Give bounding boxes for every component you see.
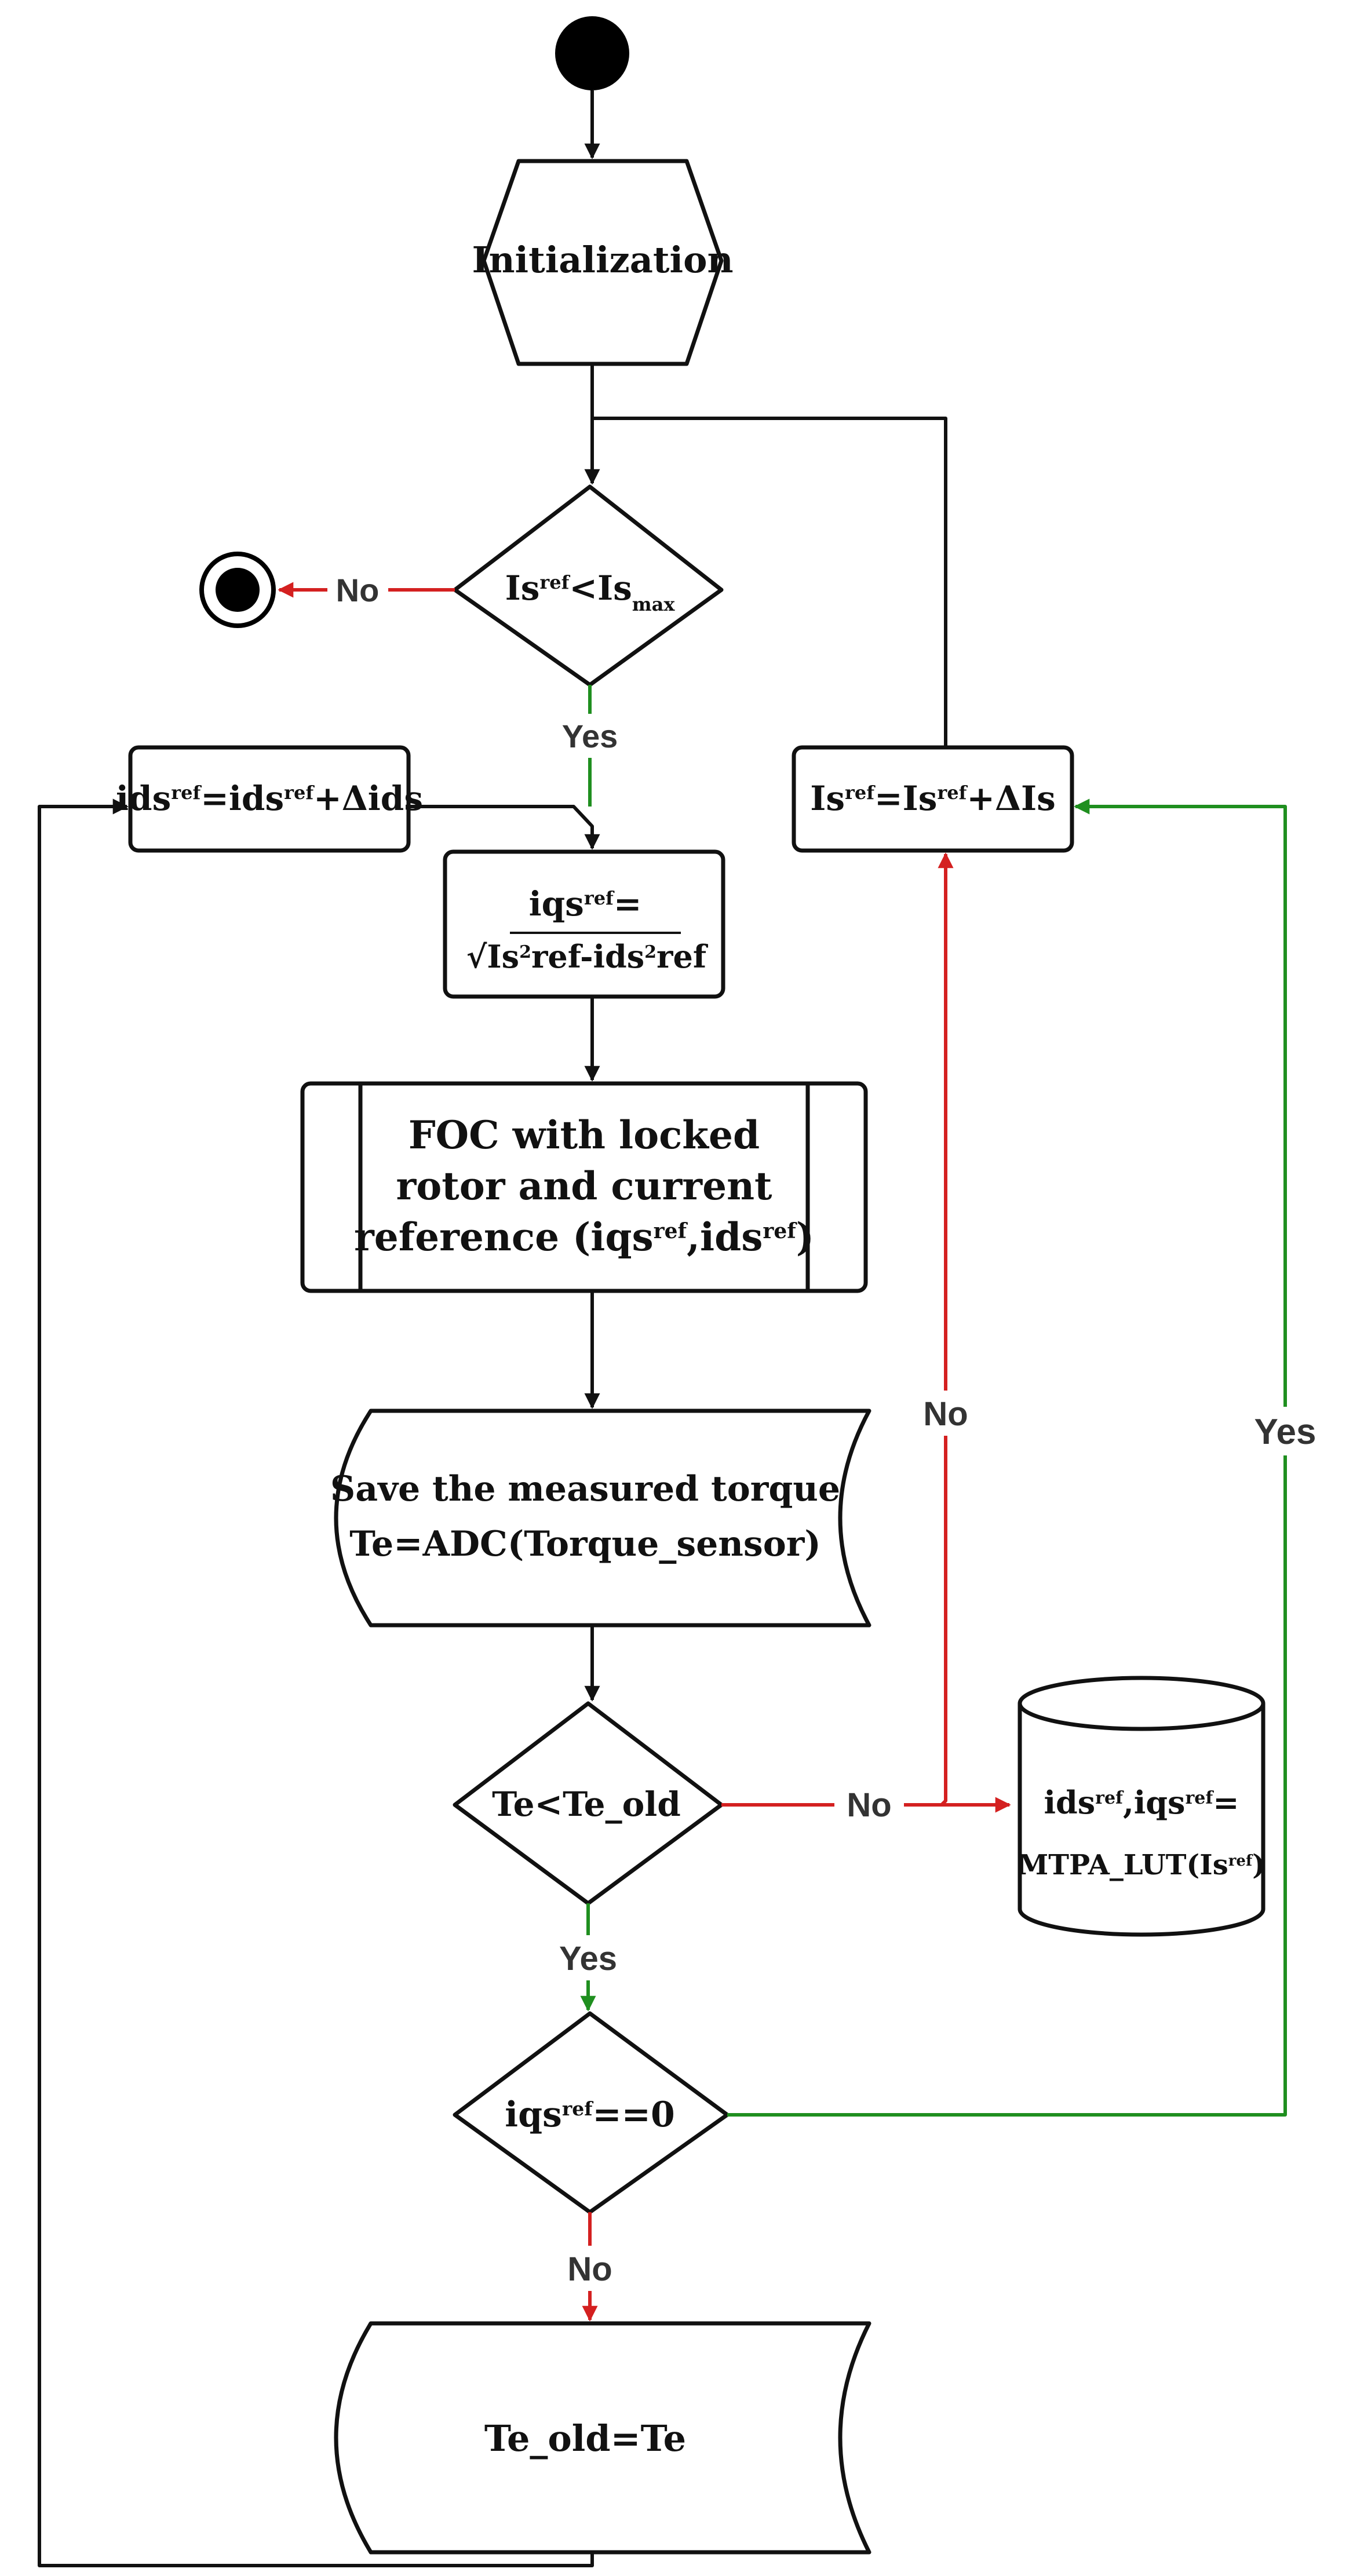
save-torque-node: Save the measured torque Te=ADC(Torque_s… bbox=[330, 1409, 871, 1628]
label-cond-is-no: No bbox=[336, 572, 380, 608]
mtpa-lut-line1: idsref,iqsref= bbox=[1044, 1784, 1239, 1821]
foc-line1: FOC with locked bbox=[409, 1112, 760, 1158]
label-cond-iqs-yes: Yes bbox=[1254, 1412, 1316, 1452]
label-cond-iqs-no: No bbox=[567, 2250, 612, 2288]
te-old-node: Te_old=Te bbox=[334, 2321, 871, 2555]
iqs-calc-line1: iqsref= bbox=[529, 884, 642, 924]
is-update-label: Isref=Isref+ΔIs bbox=[810, 779, 1056, 818]
ids-update-node: idsref=idsref+Δids bbox=[116, 745, 423, 853]
iqs-calc-node: iqsref= √Is2ref-ids2ref bbox=[443, 849, 725, 999]
decision-iqs-zero-label: iqsref==0 bbox=[505, 2095, 674, 2135]
mtpa-lut-node: idsref,iqsref= MTPA_LUT(Isref) bbox=[1018, 1676, 1266, 1937]
start-node bbox=[555, 16, 629, 90]
edge-ids-update-merge bbox=[409, 805, 600, 850]
edge-cond-iqs-yes bbox=[727, 798, 1287, 2117]
mtpa-lut-line2: MTPA_LUT(Isref) bbox=[1018, 1849, 1266, 1881]
label-cond-is-yes: Yes bbox=[562, 718, 618, 754]
label-lut-no: No bbox=[923, 1395, 968, 1433]
save-torque-line1: Save the measured torque bbox=[330, 1469, 840, 1509]
decision-torque-label: Te<Te_old bbox=[492, 1785, 681, 1824]
save-torque-line2: Te=ADC(Torque_sensor) bbox=[349, 1524, 820, 1564]
end-node bbox=[199, 552, 276, 628]
label-cond-te-yes: Yes bbox=[559, 1940, 617, 1977]
decision-is-limit-label: Isref<Ismax bbox=[505, 568, 676, 615]
ids-update-label: idsref=idsref+Δids bbox=[116, 779, 423, 818]
edge-is-update-loop bbox=[592, 417, 947, 747]
edge-te-old-loop bbox=[38, 798, 594, 2567]
initialization-node: Initialization bbox=[472, 159, 734, 366]
foc-line3: reference (iqsref,idsref) bbox=[354, 1214, 814, 1260]
te-old-label: Te_old=Te bbox=[484, 2417, 686, 2460]
iqs-calc-line2: √Is2ref-ids2ref bbox=[466, 938, 709, 975]
initialization-label: Initialization bbox=[472, 239, 733, 281]
is-update-node: Isref=Isref+ΔIs bbox=[792, 745, 1074, 853]
edge-lut-no-up bbox=[938, 852, 954, 1807]
foc-line2: rotor and current bbox=[396, 1163, 772, 1209]
decision-iqs-zero: iqsref==0 bbox=[453, 2011, 730, 2214]
decision-is-limit: Isref<Ismax bbox=[453, 484, 724, 687]
foc-node: FOC with locked rotor and current refere… bbox=[300, 1081, 868, 1293]
label-cond-te-no: No bbox=[847, 1786, 891, 1824]
decision-torque: Te<Te_old bbox=[453, 1701, 724, 1906]
